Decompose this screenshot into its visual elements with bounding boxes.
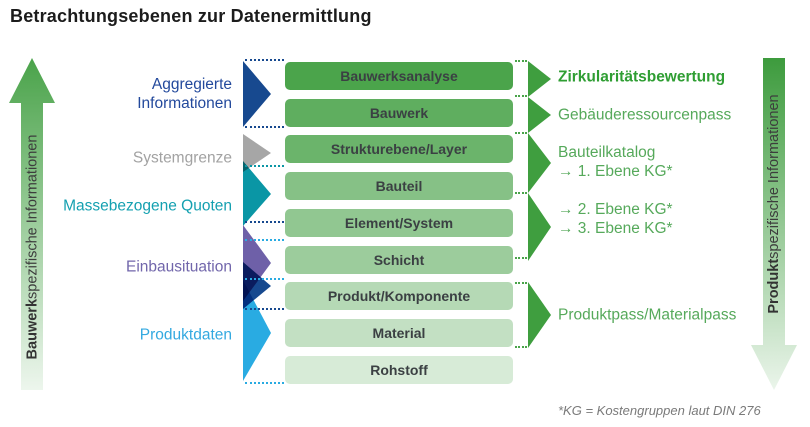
bauwerk-axis-label: Bauwerkspezifische Informationen <box>9 105 55 390</box>
left-triangle-aggregierte-informationen <box>243 61 271 127</box>
left-label-2: Massebezogene Quoten <box>63 197 232 215</box>
up-arrow-shape <box>9 58 55 390</box>
left-dotted-line-5 <box>245 278 284 280</box>
left-label-3: Einbausituation <box>126 258 232 276</box>
level-bar-8: Rohstoff <box>285 356 513 384</box>
right-dotted-line-2 <box>515 132 527 134</box>
right-label-3: → 2. Ebene KG* → 3. Ebene KG* <box>558 200 673 238</box>
produkt-axis-label-bold: Produkt <box>766 258 782 314</box>
left-triangle-systemgrenze <box>243 134 271 172</box>
down-arrow-shape <box>751 58 797 390</box>
right-marker-triangles <box>528 61 551 348</box>
right-triangle-0 <box>528 61 551 97</box>
level-bar-4: Element/System <box>285 209 513 237</box>
left-dotted-line-4 <box>245 239 284 241</box>
left-triangle-massebezogene-quoten <box>243 161 271 226</box>
left-label-1: Systemgrenze <box>132 149 232 167</box>
page-title: Betrachtungsebenen zur Datenermittlung <box>10 6 372 26</box>
footnote: *KG = Kostengruppen laut DIN 276 <box>558 403 761 418</box>
right-label-0: Zirkularitätsbewertung <box>558 68 725 87</box>
right-dotted-line-4 <box>515 257 527 259</box>
right-label-0-line-0: Zirkularitätsbewertung <box>558 68 726 86</box>
right-label-2-line-0: Bauteilkatalog <box>558 144 656 161</box>
left-marker-triangles <box>243 61 271 381</box>
left-label-4: Produktdaten <box>139 326 232 344</box>
right-label-2: Bauteilkatalog → 1. Ebene KG* <box>558 143 673 181</box>
produkt-axis-arrow <box>751 58 797 390</box>
left-label-0: Aggregierte Informationen <box>137 76 232 112</box>
left-dotted-line-6 <box>245 308 284 310</box>
right-label-1-line-0: Gebäuderessourcenpass <box>558 106 732 124</box>
right-triangle-3 <box>528 193 551 261</box>
bauwerk-axis-arrow <box>9 58 55 390</box>
right-triangle-4 <box>528 282 551 348</box>
left-dotted-line-7 <box>245 382 284 384</box>
produkt-axis-label-rest: spezifische Informationen <box>766 94 782 259</box>
right-label-4: Produktpass/Materialpass <box>558 306 736 325</box>
level-bar-3: Bauteil <box>285 172 513 200</box>
right-dotted-line-5 <box>515 282 527 284</box>
bauwerk-axis-label-bold: Bauwerk <box>24 298 40 360</box>
left-dotted-line-2 <box>245 165 284 167</box>
level-bar-6: Produkt/Komponente <box>285 282 513 310</box>
right-label-2-line-1: → 1. Ebene KG* <box>558 163 673 180</box>
right-dotted-line-3 <box>515 192 527 194</box>
left-triangle-produktdaten <box>243 280 271 381</box>
level-bar-5: Schicht <box>285 246 513 274</box>
bauwerk-axis-label-rest: spezifische Informationen <box>24 134 40 299</box>
level-bar-1: Bauwerk <box>285 99 513 127</box>
right-dotted-line-0 <box>515 60 527 62</box>
right-triangle-2 <box>528 133 551 193</box>
right-label-1: Gebäuderessourcenpass <box>558 106 731 125</box>
left-dotted-line-0 <box>245 59 284 61</box>
right-dotted-line-6 <box>515 346 527 348</box>
level-bar-2: Strukturebene/Layer <box>285 135 513 163</box>
left-dotted-line-3 <box>245 221 284 223</box>
right-triangle-1 <box>528 97 551 133</box>
left-dotted-line-1 <box>245 126 284 128</box>
right-label-4-line-0: Produktpass/Materialpass <box>558 306 737 324</box>
level-bar-0: Bauwerksanalyse <box>285 62 513 90</box>
level-bar-7: Material <box>285 319 513 347</box>
right-dotted-line-1 <box>515 95 527 97</box>
produkt-axis-label: Produktspezifische Informationen <box>751 58 797 350</box>
right-label-3-line-0: → 2. Ebene KG* <box>558 201 673 218</box>
right-label-3-line-1: → 3. Ebene KG* <box>558 220 673 237</box>
